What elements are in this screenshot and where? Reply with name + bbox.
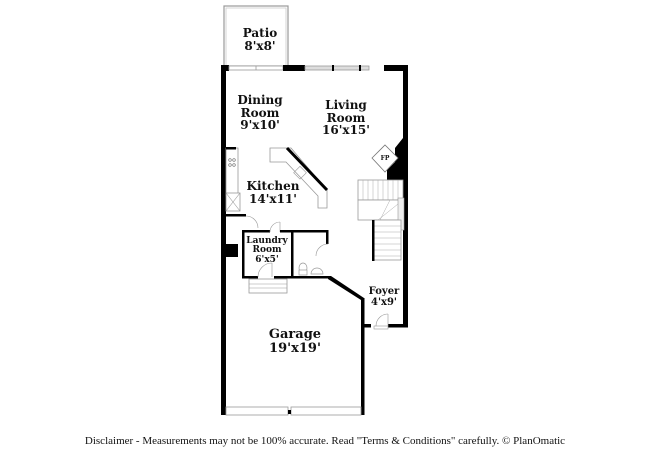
foyer-label: Foyer 4'x9' — [364, 286, 404, 308]
room-name: Laundry — [246, 236, 288, 246]
living-room-label: Living Room 16'x15' — [310, 99, 382, 137]
room-name: Patio — [242, 26, 278, 40]
dining-room-label: Dining Room 9'x10' — [225, 94, 295, 132]
room-dims: 19'x19' — [269, 340, 321, 356]
fireplace-label: FP — [374, 155, 396, 162]
powder-room — [293, 230, 329, 279]
room-name: Living — [325, 98, 367, 112]
room-dims: 6'x5' — [255, 254, 279, 265]
staircase — [357, 179, 405, 261]
laundry-room-walls — [226, 230, 294, 294]
garage-door — [225, 406, 362, 416]
kitchen-counter-left — [225, 147, 241, 212]
room-dims: 14'x11' — [249, 191, 297, 206]
room-dims: 9'x10' — [240, 118, 280, 133]
right-wall — [403, 65, 408, 327]
top-wall — [221, 65, 406, 71]
garage-diagonal-wall — [328, 276, 365, 415]
room-name: Kitchen — [246, 179, 300, 193]
fireplace — [371, 138, 403, 180]
kitchen-label: Kitchen 14'x11' — [240, 180, 306, 205]
room-name: Room — [240, 105, 280, 120]
garage-label: Garage 19'x19' — [255, 328, 335, 355]
foyer-entry-door — [361, 313, 408, 330]
floor-plan: Patio 8'x8' Dining Room 9'x10' Living Ro… — [221, 5, 408, 416]
left-wall — [221, 65, 226, 415]
room-name: Garage — [268, 327, 322, 342]
patio-label: Patio 8'x8' — [230, 27, 290, 52]
room-name: Foyer — [368, 286, 400, 297]
floor-plan-drawing — [221, 5, 408, 416]
room-name: FP — [380, 155, 390, 162]
kitchen-peninsula — [269, 146, 329, 209]
room-dims: 16'x15' — [322, 123, 370, 138]
laundry-room-label: Laundry Room 6'x5' — [244, 236, 290, 265]
kitchen-lower-walls — [226, 214, 328, 233]
room-name: Room — [326, 110, 366, 125]
room-name: Room — [252, 245, 282, 256]
room-dims: 8'x8' — [244, 38, 276, 53]
room-dims: 4'x9' — [370, 296, 397, 308]
room-name: Dining — [237, 93, 283, 107]
disclaimer-text: Disclaimer - Measurements may not be 100… — [84, 435, 566, 447]
